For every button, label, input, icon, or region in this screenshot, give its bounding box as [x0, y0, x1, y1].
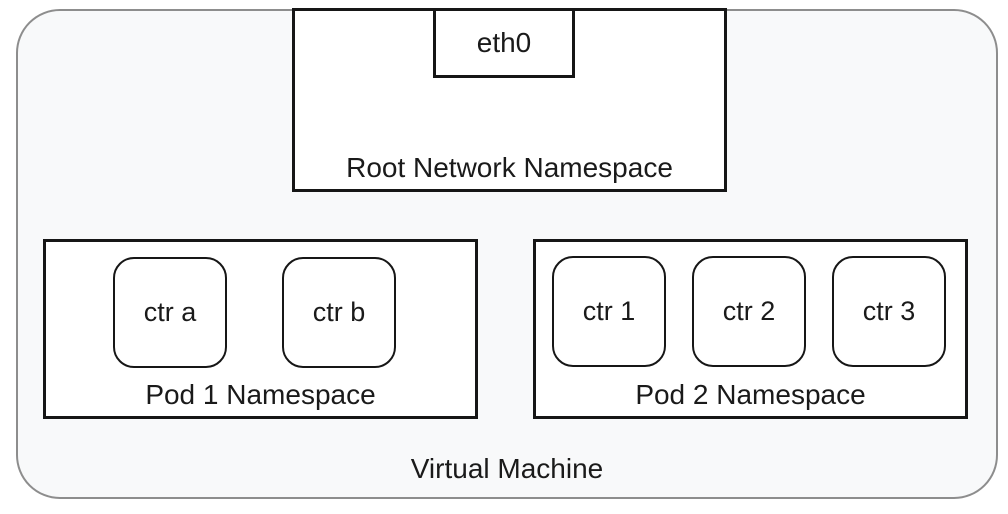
container-ctr-a: ctr a — [113, 257, 227, 368]
pod-1-namespace-label: Pod 1 Namespace — [145, 379, 376, 410]
container-ctr-1: ctr 1 — [552, 256, 666, 367]
container-ctr-3: ctr 3 — [832, 256, 946, 367]
root-network-namespace-label: Root Network Namespace — [346, 152, 673, 183]
container-ctr-b: ctr b — [282, 257, 396, 368]
virtual-machine-label: Virtual Machine — [410, 453, 604, 484]
pod-1-namespace-box: ctr a ctr b Pod 1 Namespace — [43, 239, 478, 419]
pod-2-namespace-label: Pod 2 Namespace — [635, 379, 866, 410]
container-ctr-2: ctr 2 — [692, 256, 806, 367]
pod-2-namespace-box: ctr 1 ctr 2 ctr 3 Pod 2 Namespace — [533, 239, 968, 419]
eth0-interface-box: eth0 — [433, 8, 575, 78]
